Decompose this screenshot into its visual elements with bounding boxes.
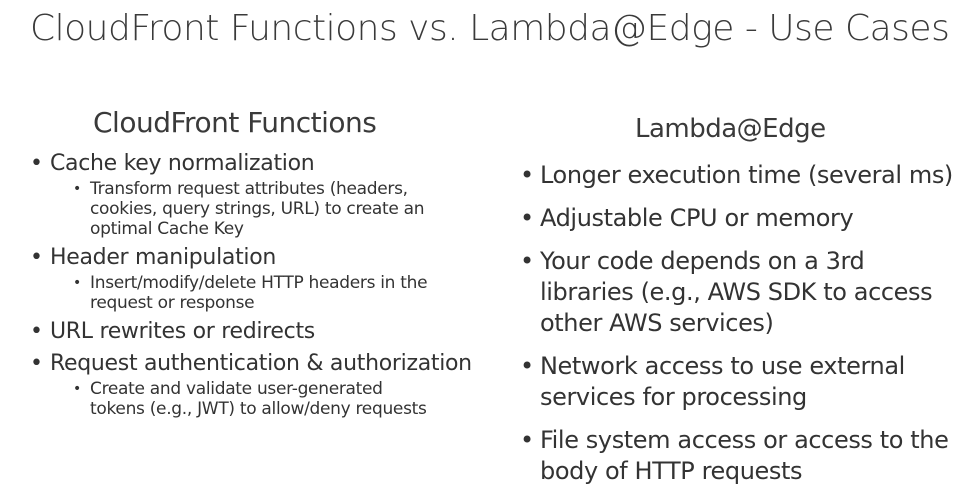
lambda-edge-heading: Lambda@Edge xyxy=(635,114,826,144)
list-item-line: Longer execution time (several ms) xyxy=(540,161,953,189)
list-item-label: Cache key normalization xyxy=(50,151,315,176)
cloudfront-functions-column: CloudFront Functions Cache key normaliza… xyxy=(28,100,478,425)
list-item-line: body of HTTP requests xyxy=(540,457,803,485)
list-item: Your code depends on a 3rd libraries (e.… xyxy=(518,246,953,339)
list-item: File system access or access to the body… xyxy=(518,425,953,487)
list-item-label: Request authentication & authorization xyxy=(50,351,472,376)
list-item: Header manipulation Insert/modify/delete… xyxy=(28,245,478,313)
list-item: Longer execution time (several ms) xyxy=(518,160,953,191)
sub-list-item: Insert/modify/delete HTTP headers in the… xyxy=(50,273,478,313)
sub-list-item-line: Insert/modify/delete HTTP headers in the xyxy=(90,273,428,293)
list-item-line: services for processing xyxy=(540,383,807,411)
cloudfront-functions-heading: CloudFront Functions xyxy=(93,106,377,139)
list-item-label: URL rewrites or redirects xyxy=(50,319,315,344)
list-item-line: other AWS services) xyxy=(540,309,774,337)
list-item-line: Network access to use external xyxy=(540,352,905,380)
list-item: Cache key normalization Transform reques… xyxy=(28,151,478,239)
cloudfront-functions-list: Cache key normalization Transform reques… xyxy=(28,151,478,419)
list-item: Network access to use external services … xyxy=(518,351,953,413)
sub-list-item-line: request or response xyxy=(90,293,255,313)
list-item-label: Header manipulation xyxy=(50,245,277,270)
list-item: Request authentication & authorization C… xyxy=(28,351,478,419)
lambda-edge-list: Longer execution time (several ms) Adjus… xyxy=(518,160,953,487)
sub-list-item-line: cookies, query strings, URL) to create a… xyxy=(90,199,425,219)
sub-list-item-line: tokens (e.g., JWT) to allow/deny request… xyxy=(90,399,427,419)
list-item-line: Your code depends on a 3rd xyxy=(540,247,865,275)
list-item-line: libraries (e.g., AWS SDK to access xyxy=(540,278,933,306)
sub-list-item-line: optimal Cache Key xyxy=(90,219,244,239)
list-item-line: Adjustable CPU or memory xyxy=(540,204,854,232)
sub-list-item-line: Create and validate user-generated xyxy=(90,379,383,399)
lambda-edge-column: Lambda@Edge Longer execution time (sever… xyxy=(518,100,953,499)
slide-title: CloudFront Functions vs. Lambda@Edge - U… xyxy=(30,8,950,49)
sub-list-item-line: Transform request attributes (headers, xyxy=(90,179,408,199)
list-item-line: File system access or access to the xyxy=(540,426,949,454)
sub-list-item: Transform request attributes (headers, c… xyxy=(50,179,478,239)
list-item: Adjustable CPU or memory xyxy=(518,203,953,234)
sub-list-item: Create and validate user-generated token… xyxy=(50,379,478,419)
list-item: URL rewrites or redirects xyxy=(28,319,478,345)
